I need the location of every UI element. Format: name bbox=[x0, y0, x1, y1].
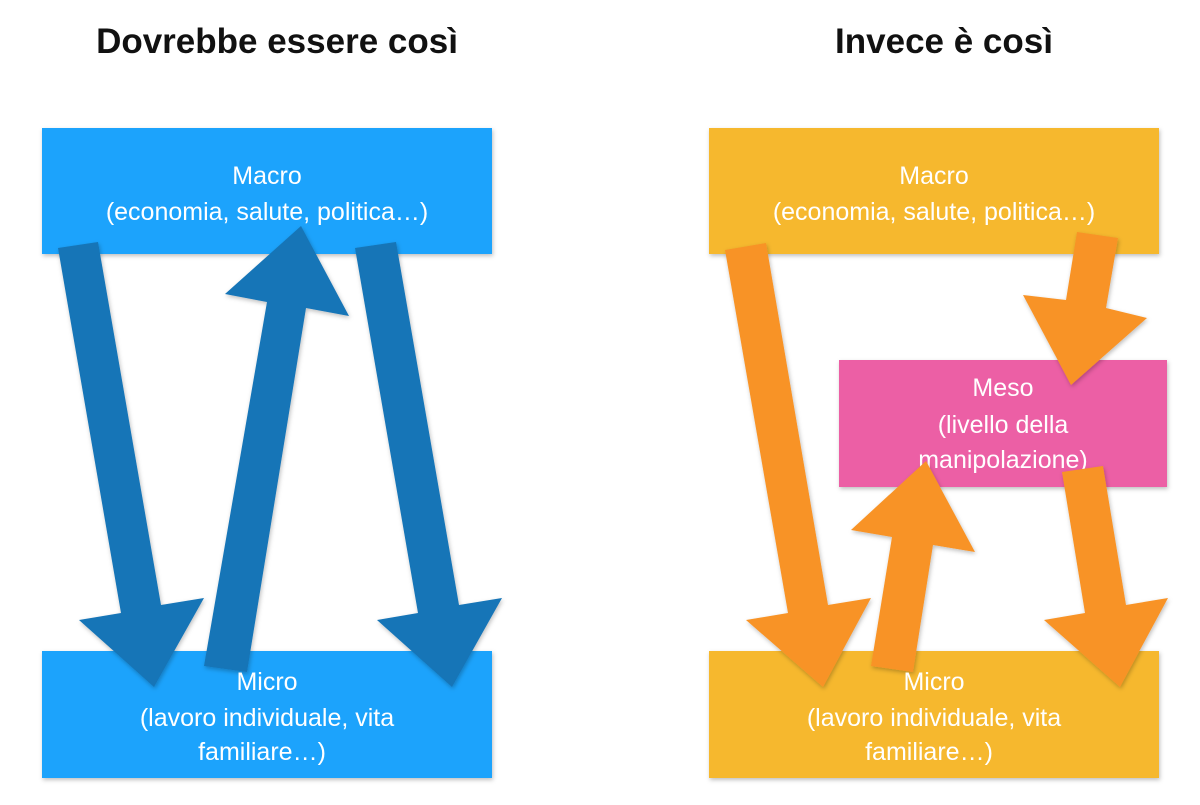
right-arrow-macro-to-meso bbox=[1023, 232, 1147, 385]
right-arrow-macro-to-micro bbox=[725, 243, 871, 687]
right-micro-sublabel-2: familiare…) bbox=[865, 738, 993, 766]
right-micro-sublabel-1: (lavoro individuale, vita bbox=[807, 704, 1061, 732]
left-micro-box bbox=[42, 651, 492, 778]
right-macro-sublabel: (economia, salute, politica…) bbox=[773, 198, 1095, 226]
meso-sublabel-1: (livello della bbox=[938, 411, 1069, 439]
meso-box bbox=[839, 360, 1167, 487]
meso-label: Meso bbox=[972, 374, 1033, 402]
left-micro-sublabel-2: familiare…) bbox=[198, 738, 326, 766]
right-macro-label: Macro bbox=[899, 162, 968, 190]
left-title: Dovrebbe essere così bbox=[96, 22, 458, 61]
left-micro-label: Micro bbox=[236, 668, 297, 696]
right-micro-label: Micro bbox=[903, 668, 964, 696]
left-macro-box bbox=[42, 128, 492, 254]
left-arrow-micro-to-macro bbox=[204, 226, 349, 672]
right-micro-box bbox=[709, 651, 1159, 778]
meso-sublabel-2: manipolazione) bbox=[918, 446, 1088, 474]
right-macro-box bbox=[709, 128, 1159, 254]
right-title: Invece è così bbox=[835, 22, 1053, 61]
right-arrow-micro-to-meso bbox=[851, 461, 975, 672]
left-arrow-macro-to-micro-2 bbox=[355, 242, 502, 687]
left-macro-sublabel: (economia, salute, politica…) bbox=[106, 198, 428, 226]
left-arrow-macro-to-micro-1 bbox=[58, 242, 204, 687]
right-arrow-meso-to-micro bbox=[1044, 466, 1168, 687]
left-micro-sublabel-1: (lavoro individuale, vita bbox=[140, 704, 394, 732]
left-macro-label: Macro bbox=[232, 162, 301, 190]
